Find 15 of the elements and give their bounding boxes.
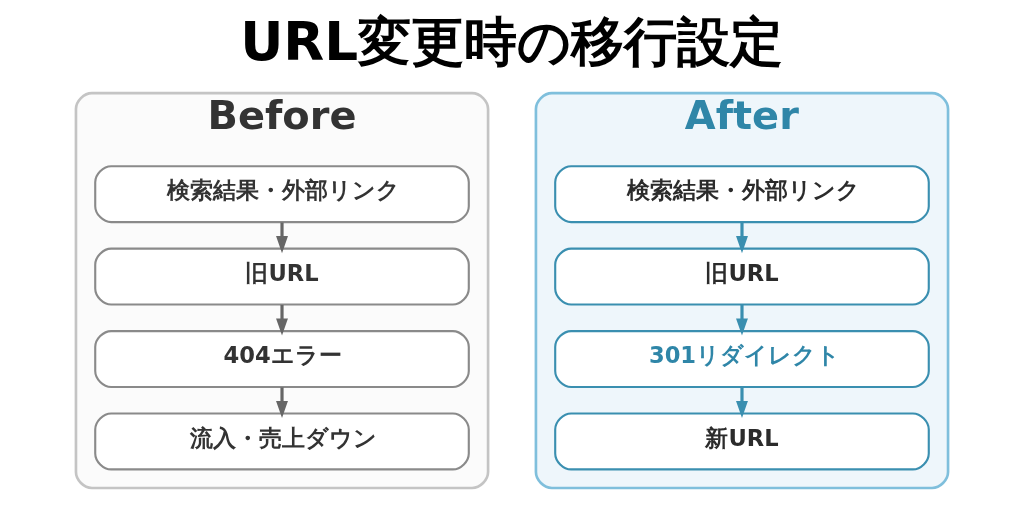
node-box: 検索結果・外部リンク <box>94 165 470 224</box>
node-box: 301リダイレクト <box>554 330 930 388</box>
node-box: 検索結果・外部リンク <box>554 165 930 224</box>
arrow <box>736 387 748 418</box>
node-box: 新URL <box>554 412 930 471</box>
arrow <box>736 304 748 336</box>
arrow <box>736 222 748 254</box>
node-box: 旧URL <box>94 247 470 306</box>
arrow <box>276 304 288 336</box>
node-box: 流入・売上ダウン <box>94 412 470 471</box>
arrow <box>276 387 288 418</box>
diagram-title: URL変更時の移行設定 <box>240 10 784 73</box>
node-box: 404エラー <box>94 330 470 388</box>
node-box: 旧URL <box>554 247 930 306</box>
arrow <box>276 222 288 254</box>
